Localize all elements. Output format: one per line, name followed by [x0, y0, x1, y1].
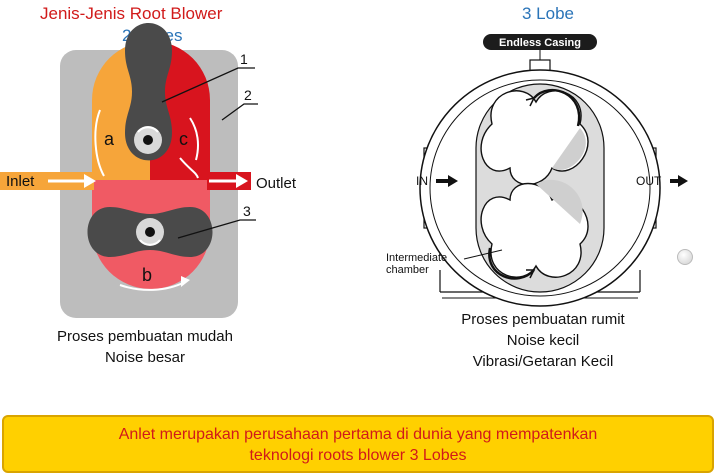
in-arrow	[448, 175, 458, 187]
outlet-label: Outlet	[256, 175, 297, 192]
intermediate-label-2: chamber	[386, 264, 429, 276]
endless-casing-label: Endless Casing	[499, 37, 581, 49]
chamber-b-label: b	[142, 265, 152, 285]
callout-3: 3	[243, 203, 251, 219]
intermediate-label-1: Intermediate	[386, 252, 447, 264]
right-title: 3 Lobe	[522, 4, 574, 23]
chamber-a-label: a	[104, 129, 115, 149]
endless-casing-badge	[483, 34, 597, 50]
out-label: OUT	[636, 174, 662, 188]
inlet-pipe	[0, 172, 94, 190]
left-caption: Proses pembuatan mudah Noise besar	[20, 326, 270, 368]
info-banner	[2, 415, 714, 473]
right-caption: Proses pembuatan rumit Noise kecil Vibra…	[428, 309, 658, 372]
left-title: Jenis-Jenis Root Blower	[40, 4, 223, 23]
right-caption-line3: Vibrasi/Getaran Kecil	[472, 353, 614, 370]
three-lobe-diagram: Endless Casing IN OUT Intermediate chamb…	[386, 34, 688, 307]
out-arrow	[678, 175, 688, 187]
callout-1: 1	[240, 51, 248, 67]
banner-line2: teknologi roots blower 3 Lobes	[249, 447, 467, 464]
left-caption-line2: Noise besar	[104, 349, 186, 366]
right-caption-line1: Proses pembuatan rumit	[461, 311, 625, 328]
banner-line1: Anlet merupakan perusahaan pertama di du…	[118, 426, 598, 443]
inlet-label: Inlet	[6, 173, 35, 190]
upper-lobe	[125, 23, 172, 161]
left-caption-line1: Proses pembuatan mudah	[57, 328, 233, 345]
banner-text: Anlet merupakan perusahaan pertama di du…	[2, 424, 714, 466]
upper-rotor	[480, 88, 589, 185]
in-label: IN	[416, 174, 428, 188]
lower-rotor	[480, 179, 589, 280]
callout-2: 2	[244, 87, 252, 103]
two-lobe-diagram: a c b 1 2 3 Inlet Outlet	[0, 23, 297, 318]
decorative-dot	[677, 249, 693, 265]
chamber-c-label: c	[179, 129, 188, 149]
right-caption-line2: Noise kecil	[506, 332, 580, 349]
